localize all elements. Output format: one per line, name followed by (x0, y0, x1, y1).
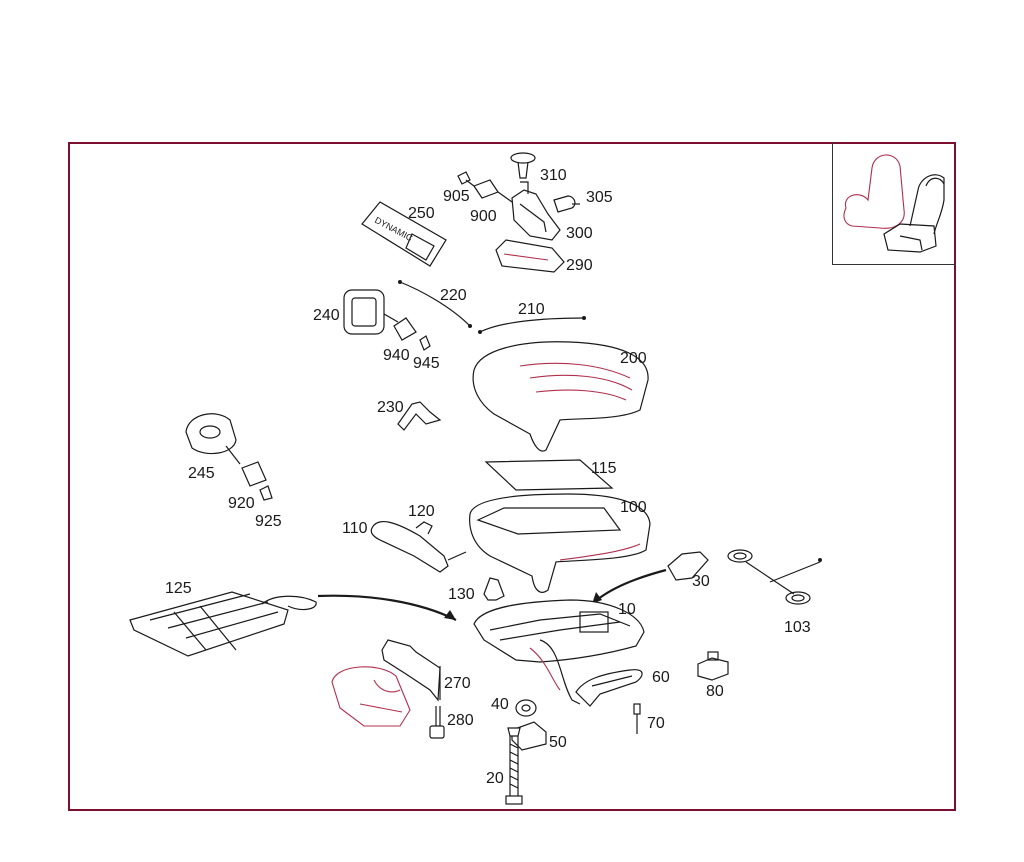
part-250-switch-panel: DYNAMIC (361, 201, 447, 267)
part-120-clip (415, 521, 433, 535)
label-310: 310 (540, 167, 567, 184)
part-230-clip (397, 401, 442, 431)
part-925-pin (259, 485, 273, 501)
part-103-cable-harness (727, 549, 822, 605)
label-230: 230 (377, 399, 404, 416)
part-310-clip (510, 152, 536, 179)
label-103: 103 (784, 619, 811, 636)
label-120: 120 (408, 503, 435, 520)
label-80: 80 (706, 683, 724, 700)
label-305: 305 (586, 189, 613, 206)
label-110: 110 (342, 520, 368, 537)
assembly-arrow-30 (591, 568, 667, 605)
part-115-heating-mat (484, 459, 614, 491)
label-200: 200 (620, 350, 647, 367)
label-920: 920 (228, 495, 255, 512)
label-290: 290 (566, 257, 593, 274)
label-245: 245 (188, 465, 215, 482)
part-245-switch (185, 413, 241, 465)
part-110-side-trim (370, 520, 467, 573)
seat-overview-illustration (843, 154, 945, 253)
label-20: 20 (486, 770, 504, 787)
part-125-heating-element (129, 591, 317, 657)
part-920-connector (241, 461, 267, 487)
label-70: 70 (647, 715, 665, 732)
part-40-nut (515, 699, 537, 717)
part-240-switch (343, 289, 399, 335)
label-125: 125 (165, 580, 192, 597)
part-130-clip (483, 577, 505, 601)
label-130: 130 (448, 586, 475, 603)
part-905-pin (457, 171, 475, 187)
part-210-cable (478, 316, 586, 334)
label-925: 925 (255, 513, 282, 530)
part-60-trim (575, 669, 643, 707)
label-250: 250 (408, 205, 435, 222)
label-900: 900 (470, 208, 497, 225)
seat-overview-inset (832, 142, 956, 265)
label-220: 220 (440, 287, 467, 304)
label-300: 300 (566, 225, 593, 242)
diagram-frame (68, 142, 956, 811)
label-240: 240 (313, 307, 340, 324)
part-290-bracket (495, 239, 565, 273)
label-280: 280 (447, 712, 474, 729)
part-200-seat-cover (472, 341, 649, 452)
label-905: 905 (443, 188, 470, 205)
assembly-arrow-125 (317, 594, 457, 621)
part-80-block (697, 651, 729, 681)
part-270-bracket (381, 639, 441, 702)
label-270: 270 (444, 675, 471, 692)
label-60: 60 (652, 669, 670, 686)
part-70-pin (633, 703, 641, 734)
label-50: 50 (549, 734, 567, 751)
part-300-lamp-housing (511, 181, 561, 241)
part-900-connector (473, 179, 513, 203)
part-305-bulb (553, 195, 580, 213)
part-50-clip (511, 721, 547, 751)
part-100-seat-cushion (469, 493, 651, 593)
label-940: 940 (383, 347, 410, 364)
label-30: 30 (692, 573, 710, 590)
label-100: 100 (620, 499, 647, 516)
part-20-bolt (505, 727, 523, 805)
part-945-pin (419, 335, 431, 351)
label-210: 210 (518, 301, 545, 318)
lumbar-pad (331, 666, 411, 727)
part-280-screw (429, 706, 445, 739)
label-10: 10 (618, 601, 636, 618)
part-30-bracket (667, 551, 709, 581)
label-40: 40 (491, 696, 509, 713)
part-220-cable (398, 280, 472, 328)
part-940-connector (393, 317, 417, 341)
label-945: 945 (413, 355, 440, 372)
label-115: 115 (591, 460, 617, 477)
part-10-seat-frame (473, 599, 645, 705)
